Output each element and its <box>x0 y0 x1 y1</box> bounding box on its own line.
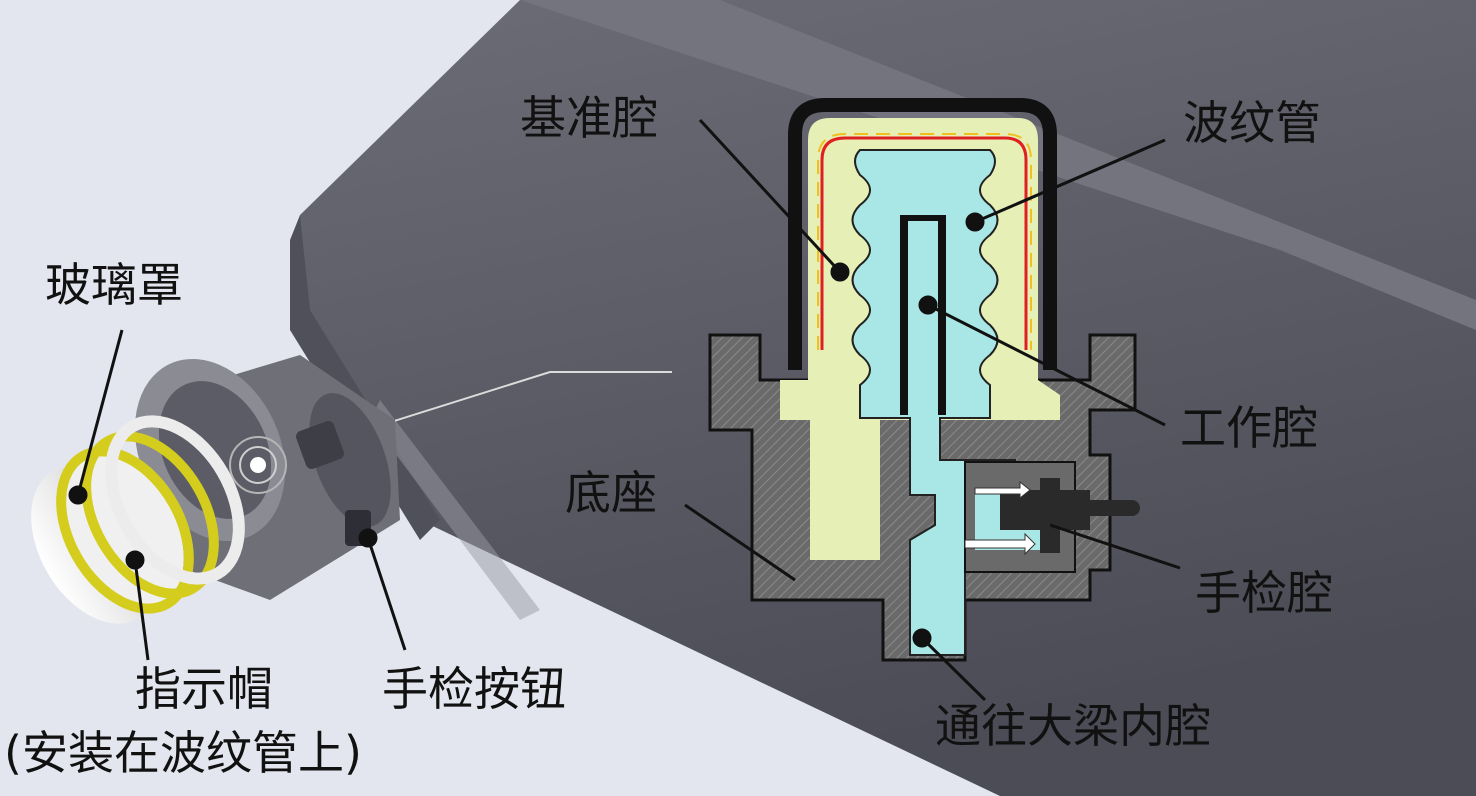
label-indicator-cap: 指示帽 <box>135 662 273 716</box>
label-bellows: 波纹管 <box>1183 96 1321 150</box>
working-chamber-fill <box>851 149 1016 656</box>
red-line <box>820 136 1028 350</box>
label-indicator-cap-note: (安装在波纹管上) <box>4 726 362 780</box>
label-base: 底座 <box>565 466 657 520</box>
indicator-cap-shape <box>31 415 245 624</box>
label-manual-check-chamber: 手检腔 <box>1195 566 1333 620</box>
label-reference-chamber: 基准腔 <box>520 91 658 145</box>
section-view <box>708 98 1140 662</box>
center-tube <box>900 215 908 415</box>
leader-lines <box>68 118 1181 702</box>
label-glass-cover: 玻璃罩 <box>45 258 183 312</box>
manual-check-mechanism <box>964 461 1140 573</box>
label-to-beam-cavity: 通往大梁内腔 <box>935 699 1211 753</box>
label-working-chamber: 工作腔 <box>1180 401 1318 455</box>
sensor-exterior <box>31 355 400 624</box>
glass-cover-shape <box>788 98 1057 370</box>
label-manual-check-button: 手检按钮 <box>382 662 566 716</box>
